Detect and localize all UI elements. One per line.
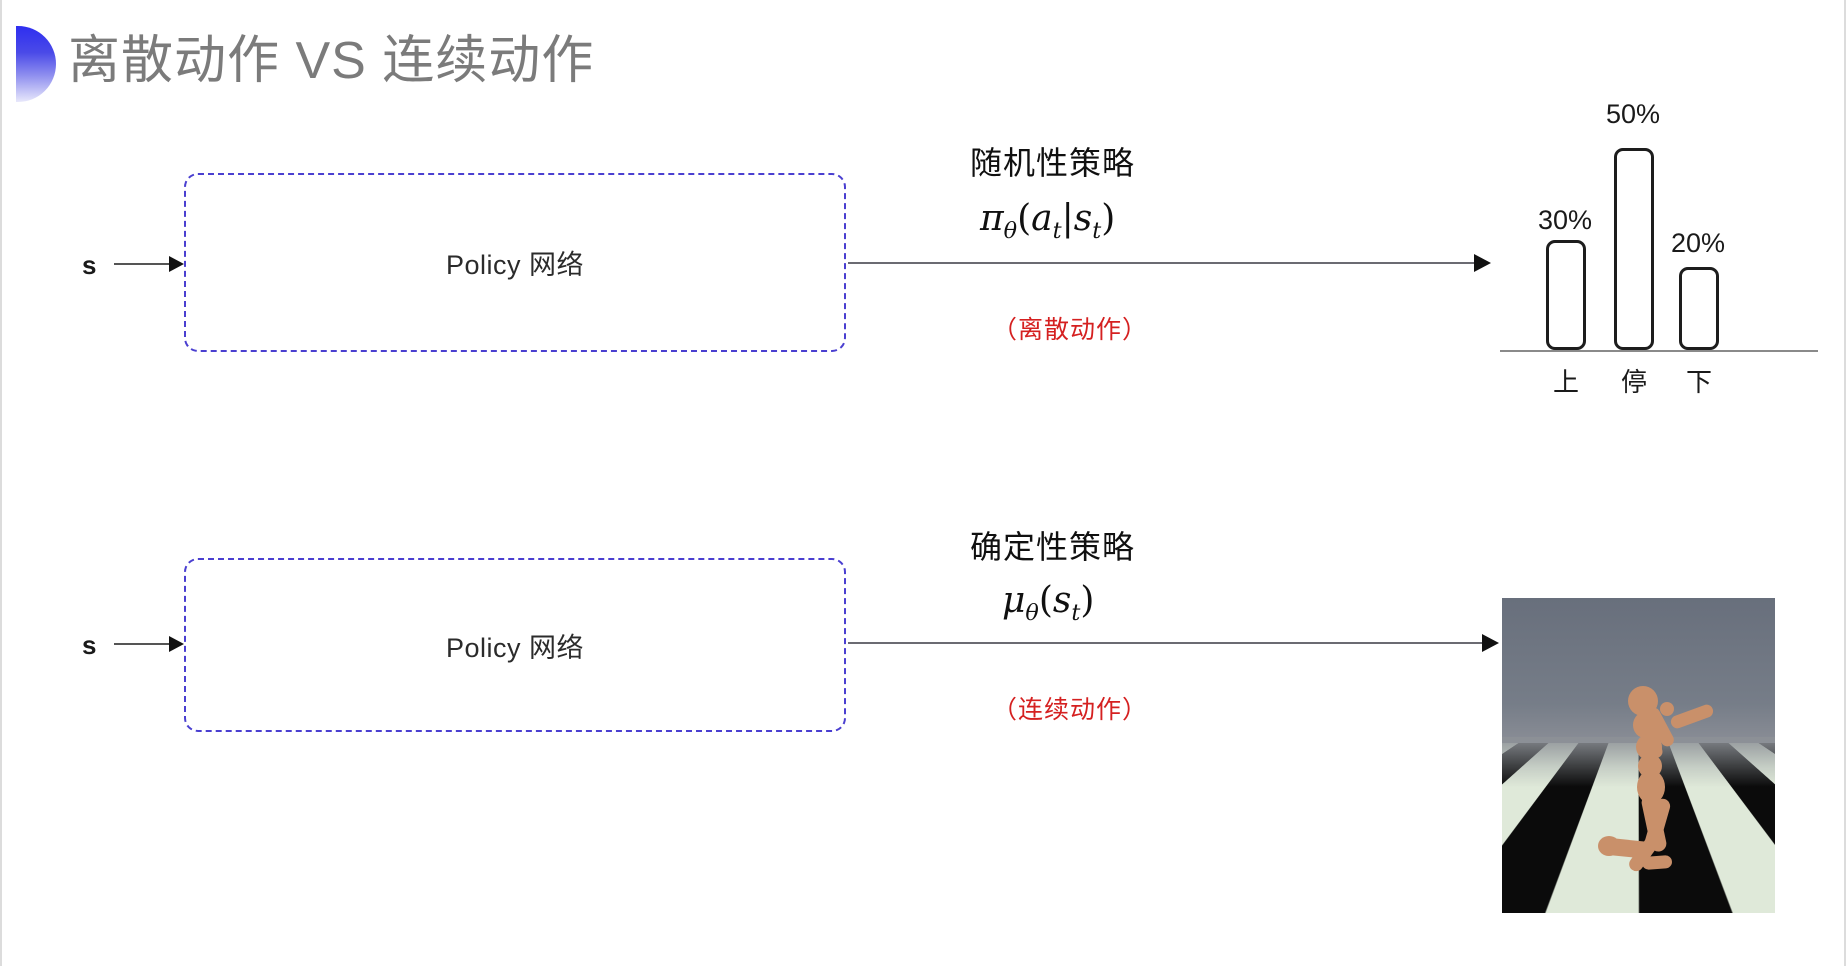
formula-deterministic-policy: μθ(st) xyxy=(1002,580,1094,626)
state-label-continuous: s xyxy=(82,630,97,660)
page-title: 离散动作 VS 连续动作 xyxy=(68,32,595,90)
bar-1[interactable] xyxy=(1614,148,1654,350)
humanoid-foot-front xyxy=(1641,854,1673,871)
formula-action: a xyxy=(1031,198,1053,239)
bar-tick-2: 下 xyxy=(1685,367,1712,397)
state-label-discrete: s xyxy=(82,250,97,280)
formula-state-2: s xyxy=(1052,580,1072,621)
formula-state-subscript: t xyxy=(1092,218,1102,245)
formula-open-paren: ( xyxy=(1017,198,1032,239)
arrow-right-long-icon-discrete-output xyxy=(848,254,1491,272)
title-accent-bullet-icon xyxy=(16,26,56,102)
bar-0[interactable] xyxy=(1546,240,1586,350)
formula-conditional-bar: | xyxy=(1061,198,1074,239)
policy-network-box-discrete[interactable]: Policy 网络 xyxy=(184,173,846,352)
bar-tick-0: 上 xyxy=(1552,367,1579,397)
formula-close-paren-2: ) xyxy=(1080,580,1095,621)
policy-network-box-continuous[interactable]: Policy 网络 xyxy=(184,558,846,732)
formula-pi: π xyxy=(980,198,1004,239)
formula-state: s xyxy=(1073,198,1093,239)
formula-mu: μ xyxy=(1002,580,1026,621)
bar-tick-1: 停 xyxy=(1620,367,1647,397)
formula-mu-subscript: θ xyxy=(1025,600,1039,627)
arrow-right-icon-discrete-input xyxy=(114,256,184,272)
formula-stochastic-policy: πθ(at|st) xyxy=(980,198,1115,244)
annotation-note-continuous: （连续动作） xyxy=(992,696,1149,724)
humanoid-hand-right xyxy=(1660,702,1674,716)
arrow-right-long-icon-continuous-output xyxy=(848,634,1499,652)
formula-pi-subscript: θ xyxy=(1003,218,1018,245)
bar-value-1: 50% xyxy=(1605,99,1661,129)
formula-open-paren-2: ( xyxy=(1038,580,1053,621)
bar-2[interactable] xyxy=(1679,267,1719,350)
bar-value-2: 20% xyxy=(1670,228,1726,258)
action-probability-bar-chart: 30% 上 50% 停 20% 下 xyxy=(1500,99,1820,400)
annotation-note-discrete: （离散动作） xyxy=(992,316,1149,344)
row-continuous-action: s Policy 网络 确定性策略 μθ(st) （连续动作） xyxy=(2,529,1844,930)
row-discrete-action: s Policy 网络 随机性策略 πθ(at|st) （离散动作） xyxy=(2,145,1844,480)
annotation-title-stochastic-policy: 随机性策略 xyxy=(970,145,1136,181)
chart-baseline-axis xyxy=(1500,350,1818,352)
formula-action-subscript: t xyxy=(1052,218,1062,245)
policy-network-label-discrete: Policy 网络 xyxy=(445,250,585,280)
arrow-right-icon-continuous-input xyxy=(114,636,184,652)
humanoid-foot-back xyxy=(1598,836,1620,856)
bar-value-0: 30% xyxy=(1537,205,1593,235)
policy-network-label-continuous: Policy 网络 xyxy=(445,632,585,663)
annotation-title-deterministic-policy: 确定性策略 xyxy=(970,529,1136,565)
formula-state-subscript-2: t xyxy=(1071,600,1081,627)
humanoid-simulation-image xyxy=(1502,598,1775,913)
formula-close-paren: ) xyxy=(1101,198,1116,239)
